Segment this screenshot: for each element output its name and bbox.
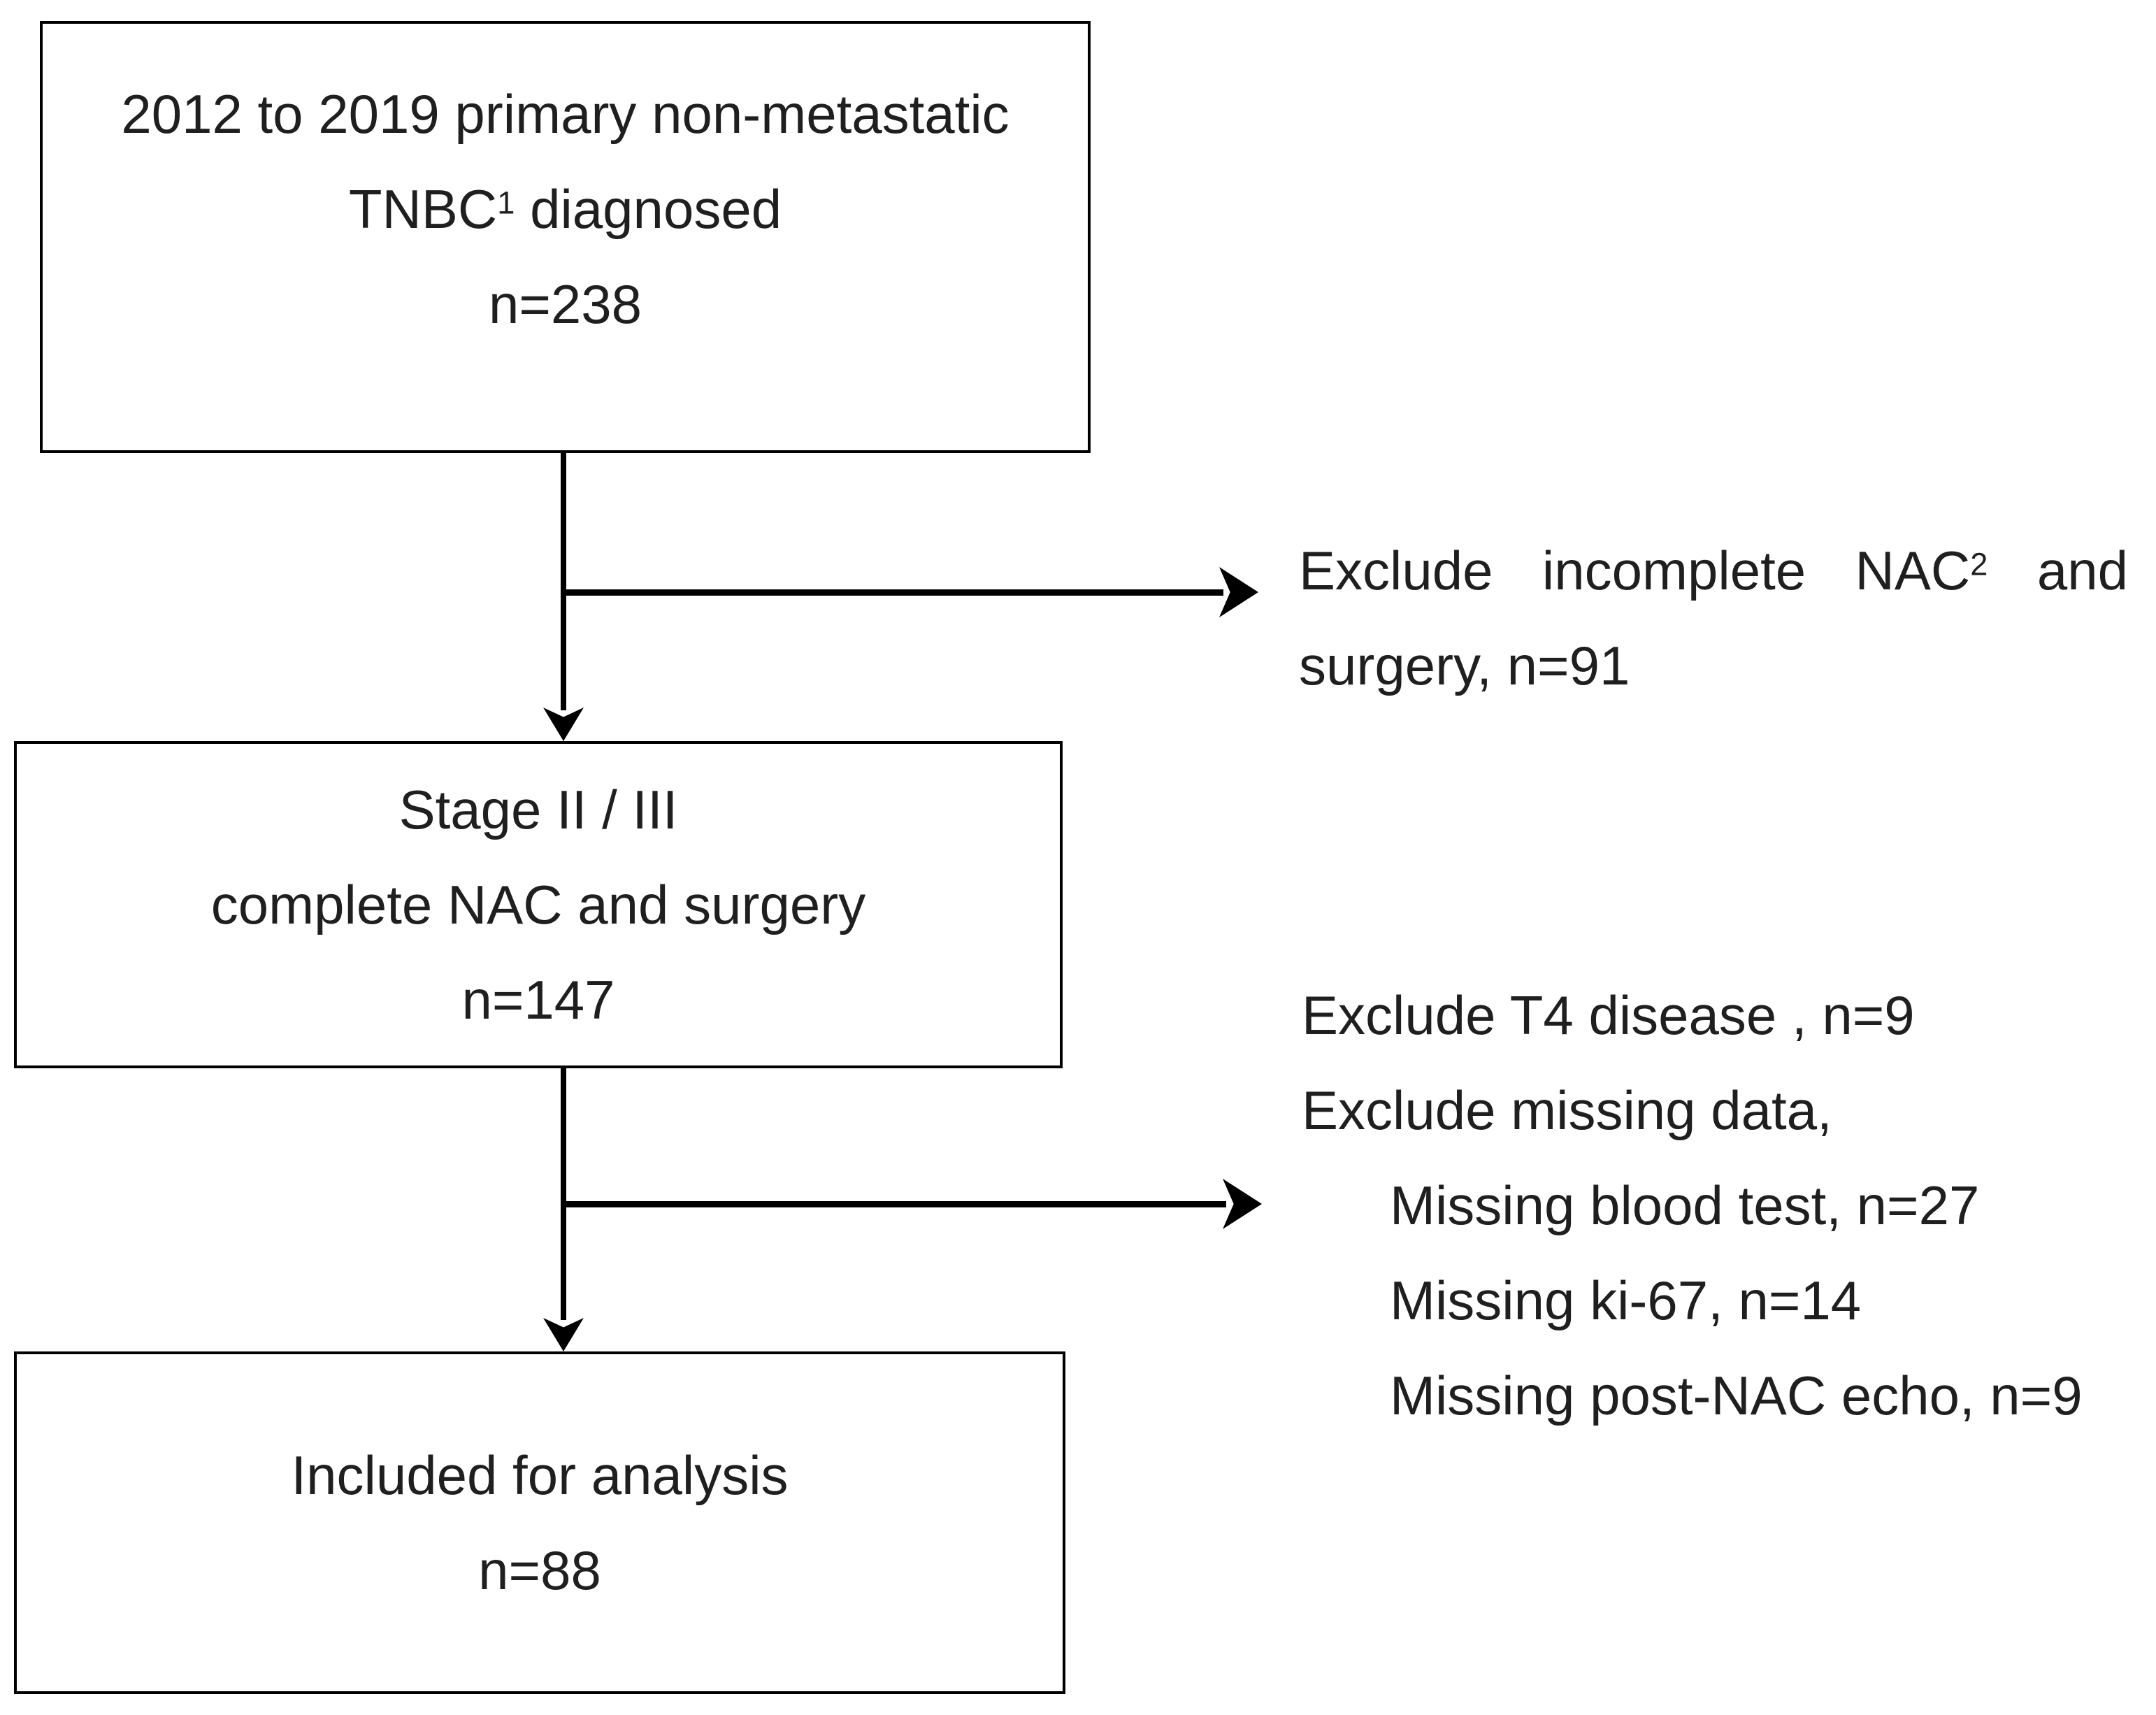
exclusion2-missing-data-line: Exclude missing data, — [1302, 1079, 1832, 1141]
connector-down-line-2 — [561, 1068, 566, 1320]
exclusion1-word-1: Exclude — [1299, 540, 1493, 601]
exclusion1-word-4: and — [2036, 540, 2128, 601]
analysis-box: Included for analysis n=88 — [14, 1351, 1065, 1694]
tnbc-label: TNBC — [348, 178, 498, 240]
exclusion1-word-3: NAC2 — [1855, 523, 1988, 618]
cohort-period-line: 2012 to 2019 primary non-metastatic — [121, 83, 1009, 145]
exclusion2-ki67-line: Missing ki-67, n=14 — [1390, 1270, 1862, 1331]
arrowhead-down-1 — [543, 708, 584, 741]
arrowhead-right-2 — [1223, 1179, 1262, 1229]
exclusion1-line-2: surgery, n=91 — [1299, 635, 1630, 696]
exclusion-note-1: Exclude incomplete NAC2 and surgery, n=9… — [1299, 523, 2128, 713]
arrowhead-down-2 — [543, 1318, 584, 1351]
stage-line: Stage II / III — [398, 779, 678, 840]
arrowhead-right-1 — [1219, 567, 1258, 617]
stage-box: Stage II / III complete NAC and surgery … — [14, 741, 1063, 1068]
tnbc-footnote-marker: 1 — [497, 185, 515, 221]
stage-treatment-line: complete NAC and surgery — [210, 874, 866, 935]
cohort-box: 2012 to 2019 primary non-metastatic TNBC… — [40, 21, 1091, 453]
connector-down-line-1 — [561, 453, 566, 710]
connector-branch-line-2 — [563, 1201, 1226, 1207]
exclusion2-echo-line: Missing post-NAC echo, n=9 — [1390, 1365, 2083, 1426]
analysis-count: n=88 — [478, 1540, 601, 1601]
exclusion2-t4-line: Exclude T4 disease , n=9 — [1302, 984, 1915, 1046]
exclusion1-line-1: Exclude incomplete NAC2 and — [1299, 523, 2128, 618]
cohort-count: n=238 — [488, 273, 642, 335]
cohort-diagnosis-line: TNBC1 diagnosed — [349, 162, 782, 257]
stage-count: n=147 — [461, 969, 615, 1031]
analysis-line: Included for analysis — [291, 1444, 789, 1506]
exclusion2-blood-test-line: Missing blood test, n=27 — [1390, 1175, 1980, 1236]
exclusion-note-2: Exclude T4 disease , n=9 Exclude missing… — [1302, 968, 2156, 1443]
nac-footnote-marker: 2 — [1970, 546, 1988, 582]
exclusion1-word-2: incomplete — [1541, 540, 1806, 601]
nac-label: NAC — [1855, 540, 1971, 601]
diagnosed-label: diagnosed — [515, 178, 782, 240]
connector-branch-line-1 — [563, 589, 1223, 596]
